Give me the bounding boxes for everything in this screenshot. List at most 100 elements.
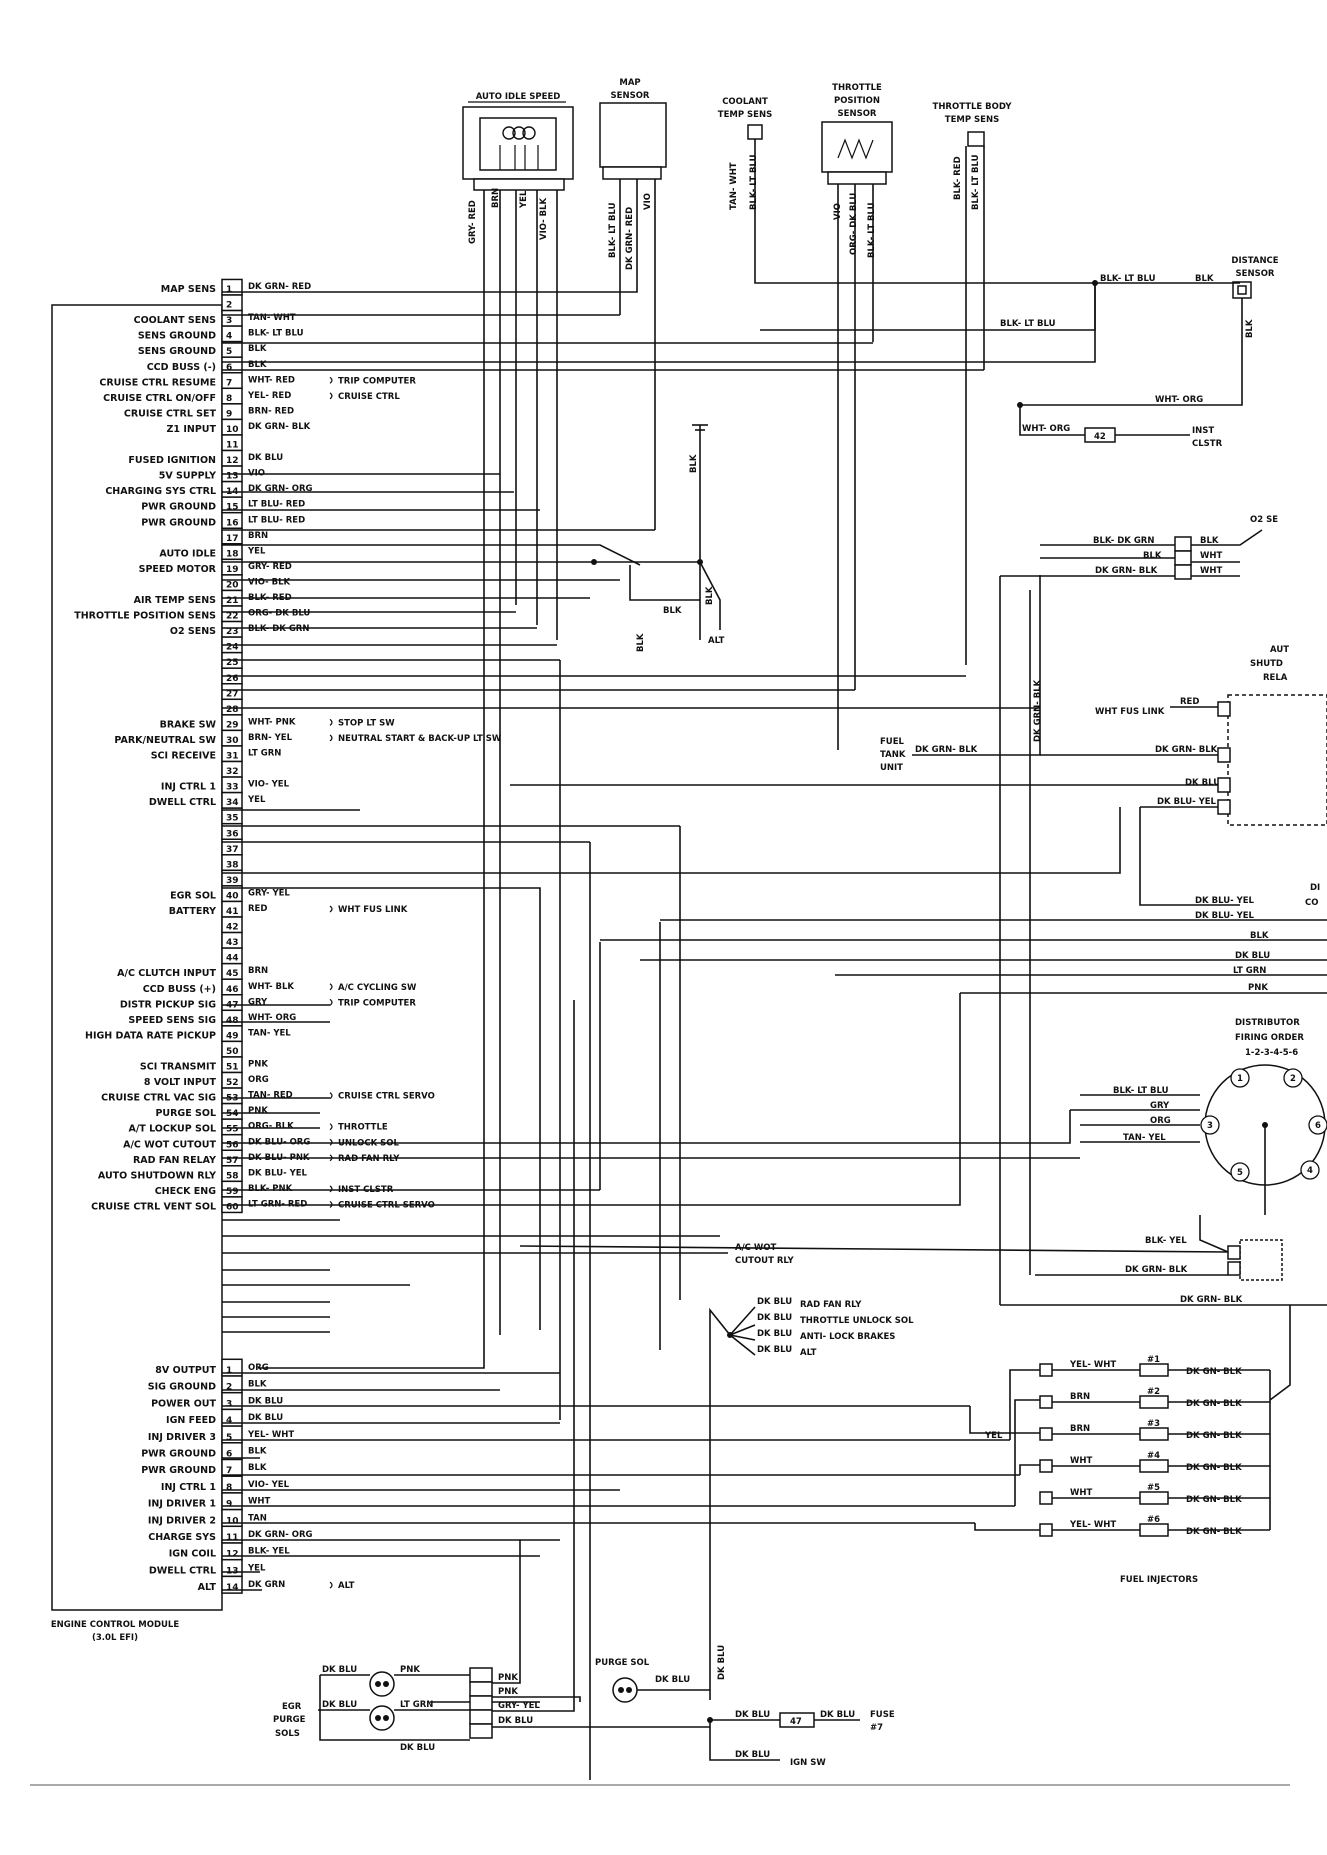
- blk-gnd: BLK: [689, 454, 699, 473]
- pins_a-pin-number: 35: [226, 814, 239, 824]
- distributor-1: DISTRIBUTOR: [1235, 1018, 1300, 1028]
- inst-clstr-2: CLSTR: [1192, 439, 1223, 449]
- rg-dest-3: ANTI- LOCK BRAKES: [800, 1332, 895, 1342]
- dist-wire-1: BLK- LT BLU: [1113, 1086, 1169, 1096]
- pins_a-pin-number: 51: [226, 1063, 239, 1073]
- ac-wot-1: A/C WOT: [735, 1243, 776, 1253]
- pins_a-pin-destination: CRUISE CTRL SERVO: [338, 1092, 435, 1102]
- pins_a-pin-number: 60: [226, 1202, 239, 1212]
- auto-idle-title: AUTO IDLE SPEED: [476, 92, 561, 102]
- pins_a-pin-wire: LT BLU- RED: [248, 515, 305, 525]
- distributor-terminal-number: 1: [1237, 1074, 1243, 1084]
- pins_a-pin-destination: TRIP COMPUTER: [338, 376, 416, 386]
- pins_b-pin-function: INJ DRIVER 1: [148, 1499, 216, 1510]
- pins_b-pin-wire: DK GRN- ORG: [248, 1530, 312, 1540]
- injector-ground-label: DK GN- BLK: [1186, 1527, 1242, 1537]
- inj-yel: YEL: [984, 1431, 1003, 1441]
- injector-body: [1139, 1395, 1169, 1409]
- fuse-2: #7: [870, 1723, 883, 1733]
- conn-wire-4: DK BLU: [498, 1716, 533, 1726]
- coolant-temp-sensor: COOLANT TEMP SENS TAN- WHT BLK- LT BLU: [718, 97, 772, 210]
- pins_b-pin-number: 4: [226, 1416, 232, 1426]
- pins_b-pin-wire: BLK: [248, 1447, 267, 1457]
- auto-idle-speed-motor: AUTO IDLE SPEED GRY- RED BRN YEL VIO- BL…: [462, 92, 574, 244]
- pins_a-pin-number: 26: [226, 674, 239, 684]
- sensor-wiring: [222, 139, 1096, 1369]
- ignition-coil: BLK- YEL DK GRN- BLK DK GRN- BLK: [519, 1215, 1327, 1306]
- connector-47: 47: [790, 1717, 802, 1727]
- pins_a-pin-wire: GRY- RED: [248, 562, 292, 572]
- pins_a-pin-wire: WHT- ORG: [248, 1013, 296, 1023]
- vert-dkgrnblk: DK GRN- BLK: [1033, 679, 1043, 742]
- pins_a-pin-function: COOLANT SENS: [134, 315, 217, 326]
- rg-dest-1: RAD FAN RLY: [800, 1300, 862, 1310]
- pins_a-pin-function: A/C CLUTCH INPUT: [117, 968, 216, 979]
- wht-org-2: WHT- ORG: [1022, 424, 1070, 434]
- co-label: CO: [1305, 898, 1318, 908]
- pins_a-pin-wire: YEL- RED: [247, 391, 291, 401]
- injector-connector: [1039, 1491, 1053, 1505]
- pins_a-pin-number: 19: [226, 565, 239, 575]
- di-label: DI: [1310, 883, 1320, 893]
- map-wire-3: VIO: [643, 193, 653, 210]
- pins_a-pin-number: 17: [226, 534, 239, 544]
- map-wire-1: BLK- LT BLU: [608, 202, 618, 258]
- fuse-wire: DK BLU: [735, 1710, 770, 1720]
- coil-wire-2: DK GRN- BLK: [1125, 1265, 1188, 1275]
- pins_a-pin-number: 40: [226, 891, 239, 901]
- pins_a-pin-number: 20: [226, 580, 239, 590]
- pins_b-pin-wire: DK BLU: [248, 1413, 283, 1423]
- pins_a-pin-wire: BLK- PNK: [248, 1184, 293, 1194]
- pins_a-pin-wire: TAN- WHT: [248, 313, 296, 323]
- pins_a-pin-number: 55: [226, 1125, 239, 1135]
- pins_b-pin-number: 11: [226, 1533, 239, 1543]
- distributor-terminal-number: 3: [1207, 1121, 1213, 1131]
- pins_b-pin-number: 5: [226, 1433, 232, 1443]
- fuse-wire-2: DK BLU: [820, 1710, 855, 1720]
- coil-bottom: DK GRN- BLK: [1180, 1295, 1243, 1305]
- distributor-terminal: [1300, 1160, 1320, 1180]
- pins_a-pin-number: 13: [226, 472, 239, 482]
- pins_b-pin-number: 3: [226, 1399, 232, 1409]
- red-label: RED: [1180, 697, 1199, 707]
- pins_b-pin-function: CHARGE SYS: [148, 1532, 216, 1543]
- pins_a-pin-bracket: [329, 905, 333, 913]
- pins_a-pin-number: 22: [226, 612, 239, 622]
- pins_b-pin-wire: DK GRN: [248, 1580, 285, 1590]
- pins_a-pin-number: 27: [226, 689, 239, 699]
- tps-title-3: SENSOR: [838, 109, 877, 119]
- map-sensor-title: MAP: [619, 78, 640, 88]
- tbt-title-2: TEMP SENS: [945, 115, 999, 125]
- pins_a-pin-number: 41: [226, 907, 239, 917]
- pins_a-pin-number: 34: [226, 798, 239, 808]
- pins_b-pin-function: INJ CTRL 1: [161, 1482, 216, 1493]
- pins_a-pin-wire: BRN: [248, 966, 268, 976]
- asd-2: SHUTD: [1250, 659, 1283, 669]
- pins_a-pin-function: Z1 INPUT: [167, 424, 217, 435]
- main-wiring: [222, 473, 1121, 1780]
- injector-number: #2: [1147, 1387, 1160, 1397]
- pins_a-pin-wire: BLK: [248, 360, 267, 370]
- pins_a-pin-function: 8 VOLT INPUT: [144, 1077, 217, 1088]
- throttle-position-sensor: THROTTLE POSITION SENSOR VIO ORG- DK BLU…: [821, 83, 893, 258]
- o2-title: O2 SE: [1250, 515, 1278, 525]
- auto-idle-wire-4: VIO- BLK: [539, 197, 549, 240]
- o2-wire-2b: WHT: [1200, 551, 1222, 561]
- pins_a-pin-destination: STOP LT SW: [338, 718, 395, 728]
- pins_a-pin-function: A/T LOCKUP SOL: [128, 1124, 216, 1135]
- pins_a-pin-function: BRAKE SW: [160, 719, 217, 730]
- pins_a-pin-wire: DK GRN- ORG: [248, 484, 312, 494]
- injector-body: [1139, 1491, 1169, 1505]
- pins_a-pin-function: AUTO IDLE: [159, 548, 216, 559]
- pins_a-pin-function: AUTO SHUTDOWN RLY: [98, 1170, 216, 1181]
- injector-ground-label: DK GN- BLK: [1186, 1399, 1242, 1409]
- distributor-terminal: [1230, 1068, 1250, 1088]
- pins_b-pin-function: PWR GROUND: [141, 1465, 216, 1476]
- o2-wire-2: BLK: [1143, 551, 1162, 561]
- pins_a-pin-function: THROTTLE POSITION SENS: [74, 611, 216, 622]
- pins_a-pin-function: BATTERY: [169, 906, 216, 917]
- pins_a-pin-number: 9: [226, 409, 232, 419]
- fuel-tank-2: TANK: [880, 750, 906, 760]
